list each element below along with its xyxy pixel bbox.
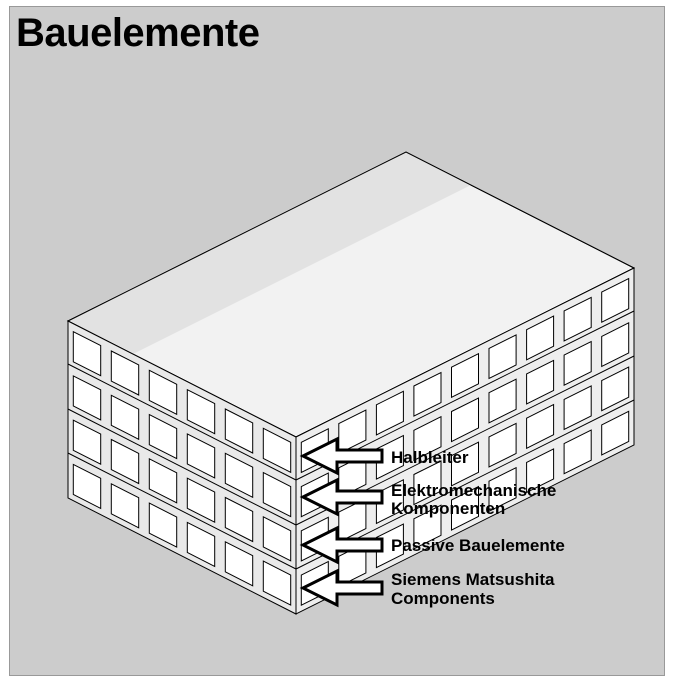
arrow-elektromechanische — [299, 477, 384, 517]
window-left — [186, 433, 216, 479]
window-left — [186, 521, 216, 568]
window-right — [601, 366, 630, 412]
right-face-windows — [300, 277, 630, 607]
window-right — [451, 485, 479, 531]
label-elektromechanische-line1: Elektromechanische — [391, 481, 556, 500]
window-right — [526, 315, 555, 361]
window-right — [488, 466, 517, 513]
window-right — [413, 460, 442, 506]
window-left — [72, 419, 102, 466]
window-right — [413, 504, 442, 550]
window-right — [488, 378, 517, 424]
label-siemens-line2: Components — [391, 589, 495, 608]
window-left — [148, 369, 178, 416]
window-right — [563, 429, 592, 475]
window-right — [413, 371, 442, 417]
left-floor-lines — [67, 363, 297, 570]
left-face-windows — [72, 330, 292, 606]
window-right — [451, 397, 479, 443]
window-left — [110, 438, 140, 485]
window-right — [413, 415, 442, 462]
window-left — [110, 350, 140, 396]
window-left — [72, 463, 102, 510]
window-right — [488, 334, 517, 380]
window-right — [526, 403, 555, 450]
window-left — [262, 471, 292, 518]
window-left — [72, 330, 102, 377]
window-right — [526, 448, 555, 494]
arrow-halbleiter — [299, 436, 384, 476]
label-siemens-line1: Siemens Matsushita — [391, 570, 555, 589]
window-right — [601, 277, 630, 324]
window-left — [186, 388, 216, 435]
window-left — [224, 452, 254, 499]
arrow-passive — [299, 525, 384, 565]
window-right — [488, 422, 517, 468]
diagram-frame: Bauelemente — [9, 6, 665, 676]
window-left — [148, 457, 178, 504]
window-left — [262, 515, 292, 562]
window-right — [375, 434, 404, 480]
window-left — [224, 496, 254, 543]
window-left — [148, 502, 178, 548]
window-right — [563, 296, 592, 342]
label-elektromechanische-line2: Komponenten — [391, 499, 505, 518]
label-passive: Passive Bauelemente — [391, 536, 565, 555]
label-halbleiter: Halbleiter — [391, 448, 469, 467]
window-right — [375, 390, 404, 436]
window-right — [526, 359, 555, 405]
window-right — [601, 410, 630, 456]
window-left — [262, 427, 292, 474]
window-right — [563, 385, 592, 431]
window-right — [563, 340, 592, 387]
window-left — [72, 375, 102, 421]
window-right — [451, 352, 479, 399]
page-title: Bauelemente — [16, 11, 260, 55]
window-left — [148, 413, 178, 460]
window-right — [375, 523, 404, 569]
window-left — [224, 408, 254, 454]
window-left — [186, 477, 216, 524]
window-left — [224, 540, 254, 587]
building-diagram: Halbleiter Elektromechanische Komponente… — [66, 151, 636, 615]
window-left — [262, 560, 292, 606]
window-right — [451, 441, 479, 487]
top-face-shade — [68, 152, 471, 354]
arrow-siemens — [299, 568, 384, 608]
window-left — [110, 482, 140, 529]
window-right — [601, 321, 630, 368]
window-left — [110, 394, 140, 441]
window-right — [338, 409, 367, 455]
